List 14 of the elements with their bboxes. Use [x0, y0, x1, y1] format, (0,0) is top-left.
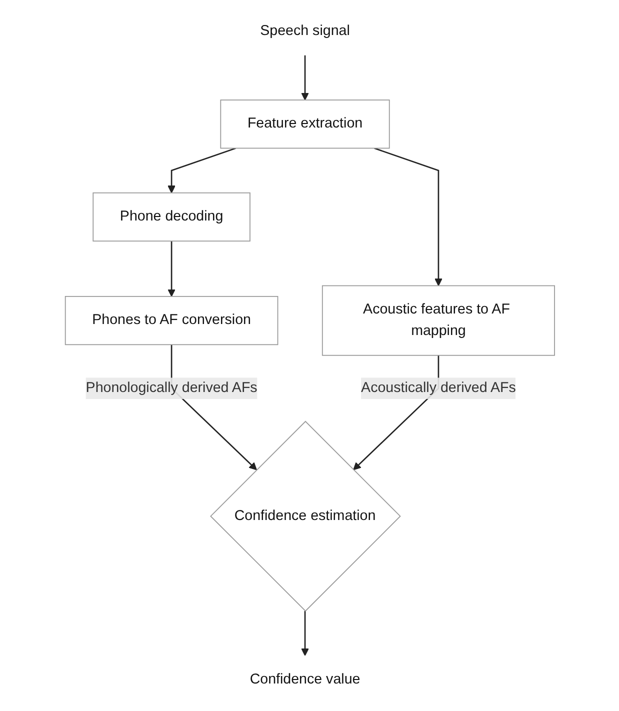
node-diamond: Confidence estimation	[210, 420, 400, 612]
node-box: Acoustic features to AF mapping	[322, 285, 555, 356]
edge-label: Phonologically derived AFs	[85, 380, 257, 396]
node-box: Feature extraction	[220, 100, 390, 149]
arrow	[300, 611, 308, 656]
node-text: Speech signal	[260, 23, 350, 38]
arrow	[167, 148, 236, 194]
edge-label: Acoustically derived AFs	[360, 380, 516, 396]
node-box: Phone decoding	[92, 192, 250, 242]
arrow	[300, 55, 308, 100]
arrow	[167, 241, 176, 297]
arrow	[374, 148, 442, 286]
node-box: Phones to AF conversion	[64, 296, 278, 346]
node-text: Confidence value	[249, 672, 360, 687]
